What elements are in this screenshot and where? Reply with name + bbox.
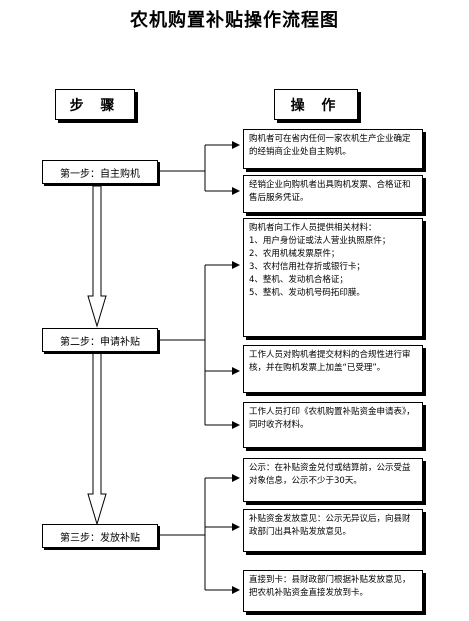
operation-text: 购机者向工作人员提供相关材料： bbox=[249, 223, 377, 233]
operation-box-6: 公示：在补贴资金兑付或结算前，公示受益对象信息，公示不少于30天。 bbox=[243, 458, 423, 502]
operation-text: 5、整机、发动机号码拓印膜。 bbox=[249, 288, 365, 298]
operation-box-8: 直接到卡：县财政部门根据补贴发放意见，把农机补贴资金直接发放到卡。 bbox=[243, 570, 423, 612]
connectors-step-1 bbox=[160, 141, 240, 195]
operation-box-7: 补贴资金发放意见：公示无异议后，向县财政部门出具补贴发放意见。 bbox=[243, 509, 423, 552]
operation-text: 经销企业向购机者出具购机发票、合格证和售后服务凭证。 bbox=[249, 180, 411, 203]
operation-text: 补贴资金发放意见：公示无异议后，向县财政部门出具补贴发放意见。 bbox=[249, 514, 411, 537]
operation-text: 2、农用机械发票原件； bbox=[249, 249, 340, 259]
operation-text: 1、用户身份证或法人营业执照原件； bbox=[249, 236, 391, 246]
operation-box-4: 工作人员对购机者提交材料的合规性进行审核，并在购机发票上加盖“已受理”。 bbox=[243, 345, 423, 393]
operation-text: 工作人员打印《农机购置补贴资金申请表》，同时收齐材料。 bbox=[249, 407, 415, 430]
step-arrow-1-2 bbox=[87, 185, 107, 328]
operation-text: 4、整机、发动机合格证； bbox=[249, 275, 348, 285]
operation-box-1: 购机者可在省内任何一家农机生产企业确定的经销商企业处自主购机。 bbox=[243, 129, 423, 169]
operation-text: 工作人员对购机者提交材料的合规性进行审核，并在购机发票上加盖“已受理”。 bbox=[249, 350, 411, 373]
operations-header: 操 作 bbox=[274, 89, 358, 120]
operation-text: 3、农村信用社存折或银行卡； bbox=[249, 262, 365, 272]
step-1-box: 第一步：自主购机 bbox=[42, 160, 158, 184]
step-arrow-2-3 bbox=[87, 352, 107, 526]
connectors-step-3 bbox=[160, 474, 240, 594]
operation-box-5: 工作人员打印《农机购置补贴资金申请表》，同时收齐材料。 bbox=[243, 402, 423, 448]
step-3-box: 第三步：发放补贴 bbox=[42, 524, 158, 548]
page-title: 农机购置补贴操作流程图 bbox=[130, 10, 339, 31]
operation-text: 直接到卡：县财政部门根据补贴发放意见，把农机补贴资金直接发放到卡。 bbox=[249, 575, 411, 598]
steps-header: 步 骤 bbox=[55, 89, 135, 120]
operation-box-3: 购机者向工作人员提供相关材料： 1、用户身份证或法人营业执照原件； 2、农用机械… bbox=[243, 218, 423, 337]
operation-text: 公示：在补贴资金兑付或结算前，公示受益对象信息，公示不少于30天。 bbox=[249, 463, 411, 486]
operation-text: 购机者可在省内任何一家农机生产企业确定的经销商企业处自主购机。 bbox=[249, 134, 411, 157]
connectors-step-2 bbox=[160, 261, 240, 429]
step-2-box: 第二步：申请补贴 bbox=[42, 328, 158, 352]
operation-box-2: 经销企业向购机者出具购机发票、合格证和售后服务凭证。 bbox=[243, 175, 423, 213]
